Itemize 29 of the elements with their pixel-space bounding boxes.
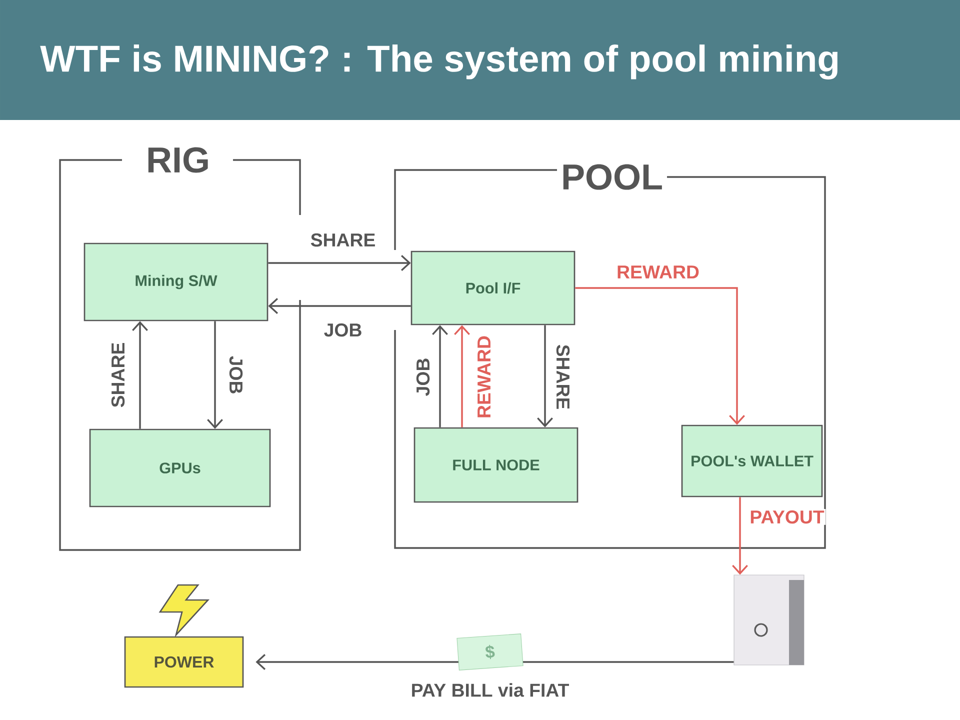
arrow (537, 325, 553, 428)
edge-label: JOB (322, 322, 364, 338)
process-box: FULL NODE (414, 427, 578, 503)
process-box: GPUs (89, 428, 271, 508)
process-box: Mining S/W (84, 242, 268, 322)
edge-label: REWARD (476, 334, 492, 420)
banknote: $ (456, 634, 524, 670)
arrow (268, 255, 411, 271)
node-label: POOL (563, 164, 662, 190)
arrow (268, 298, 411, 314)
arrow (454, 325, 470, 428)
arrow (207, 321, 223, 429)
edge-label: REWARD (615, 264, 701, 280)
edge-label: SHARE (309, 232, 377, 248)
title: WTF is MINING? : The system of pool mining (40, 44, 838, 80)
arrow (732, 497, 748, 575)
edge-label: SHARE (110, 341, 126, 409)
edge-label: SHARE (555, 343, 571, 411)
process-box: Pool I/F (410, 250, 576, 326)
arrow (575, 287, 745, 425)
edge-label: PAYOUT (748, 509, 826, 525)
arrow (132, 321, 148, 429)
power-box: POWER (124, 636, 244, 688)
arrow (432, 325, 448, 428)
process-box: POOL's WALLET (681, 424, 823, 498)
edge-label: JOB (415, 356, 431, 398)
edge-label: PAY BILL via FIAT (410, 682, 571, 698)
device-box (734, 574, 804, 666)
edge-label: JOB (228, 354, 244, 396)
